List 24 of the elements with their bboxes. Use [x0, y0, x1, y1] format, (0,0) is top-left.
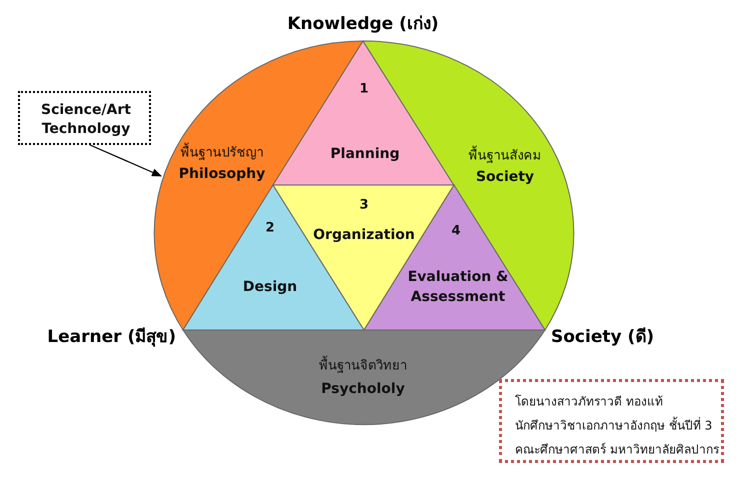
- segment-label: Organization: [313, 227, 415, 243]
- thai-label: พื้นฐานจิตวิทยา: [319, 354, 407, 376]
- note-text: Science/Art Technology: [40, 101, 132, 139]
- step-number: 2: [265, 220, 275, 236]
- leader-arrow: [90, 144, 162, 177]
- segment-label: Planning: [330, 146, 400, 162]
- thai-label: พื้นฐานสังคม: [468, 144, 542, 166]
- segment-label: Psychololy: [321, 381, 405, 397]
- corner-label: Learner (มีสุข): [47, 326, 176, 349]
- step-number: 4: [451, 224, 461, 238]
- segment-label: Evaluation & Assessment: [406, 268, 510, 307]
- credit-text: โดยนางสาวภัทราวดี ทองแท้: [515, 394, 663, 410]
- step-number: 3: [359, 198, 369, 212]
- corner-label: Knowledge (เก่ง): [287, 13, 439, 36]
- thai-label: พื้นฐานปรัชญา: [180, 142, 264, 162]
- credit-text: นักศึกษาวิชาเอกภาษาอังกฤษ ชั้นปีที่ 3: [515, 416, 712, 434]
- segment-label: Design: [242, 279, 298, 295]
- step-number: 1: [359, 82, 369, 96]
- note-box: [18, 91, 151, 145]
- segment-label: Philosophy: [178, 166, 266, 182]
- segment-label: Society: [476, 169, 534, 185]
- credit-text: คณะศึกษาศาสตร์ มหาวิทยาลัยศิลปากร: [515, 442, 719, 458]
- corner-label: Society (ดี): [551, 326, 654, 349]
- credit-box: [499, 379, 724, 463]
